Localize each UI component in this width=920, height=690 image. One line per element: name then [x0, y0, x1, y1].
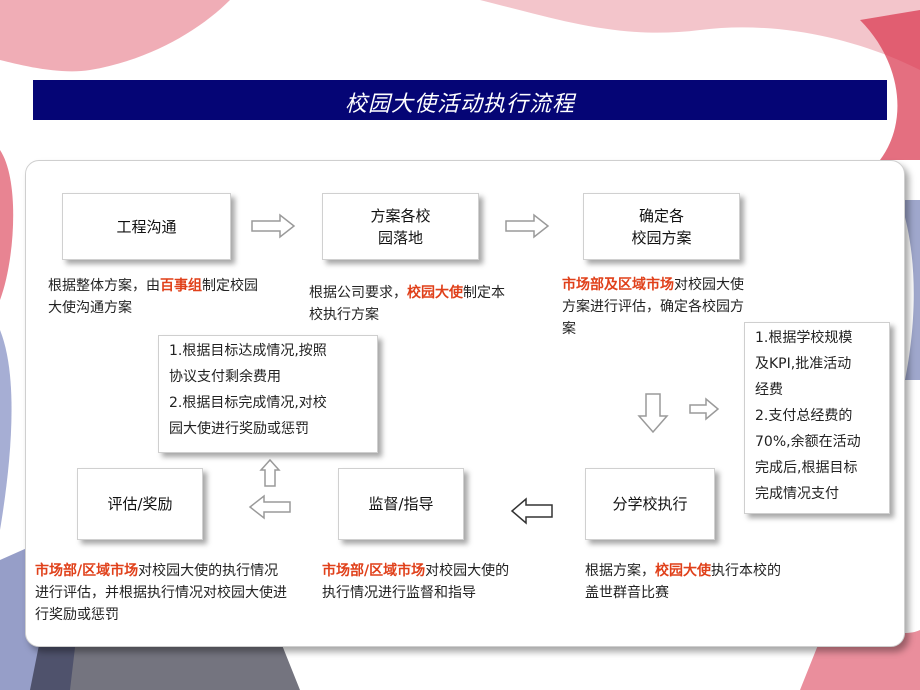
note-step-6: 市场部/区域市场对校园大使的执行情况进行评估，并根据执行情况对校园大使进行奖励或… [35, 560, 287, 626]
blue-brush-right [900, 200, 920, 380]
budget-line: 70%,余额在活动 [755, 434, 861, 450]
note-6-highlight: 市场部/区域市场 [35, 563, 139, 579]
note-5-highlight: 市场部/区域市场 [322, 563, 426, 579]
arrow-left-2-icon [248, 494, 291, 520]
budget-line: 完成后,根据目标 [755, 460, 858, 476]
red-brush-top-right [480, 0, 920, 70]
step-school-execution: 分学校执行 [585, 468, 715, 540]
payment-line: 2.根据目标完成情况,对校 [169, 395, 327, 411]
arrow-right-1-icon [251, 213, 296, 239]
note-2-pre: 根据公司要求， [309, 285, 407, 301]
payment-line: 园大使进行奖励或惩罚 [169, 421, 309, 437]
note-step-1: 根据整体方案，由百事组制定校园大使沟通方案 [48, 275, 258, 319]
step-confirm-school-plan: 确定各 校园方案 [583, 193, 740, 260]
budget-line: 经费 [755, 382, 783, 398]
step-evaluation-reward: 评估/奖励 [77, 468, 203, 540]
step-school-plan-landing: 方案各校 园落地 [322, 193, 479, 260]
red-brush-top-left [0, 0, 230, 72]
payment-line: 协议支付剩余费用 [169, 369, 281, 385]
note-1-pre: 根据整体方案，由 [48, 278, 160, 294]
note-6-post: 对校园大使的执行情况进行评估，并根据执行情况对校园大使进行奖励或惩罚 [35, 563, 287, 623]
note-step-2: 根据公司要求，校园大使制定本校执行方案 [309, 282, 509, 326]
budget-line: 2.支付总经费的 [755, 408, 853, 424]
title-bar: 校园大使活动执行流程 [33, 80, 887, 120]
note-5-post: 对校园大使的执行情况进行监督和指导 [322, 563, 510, 601]
note-step-3: 市场部及区域市场对校园大使方案进行评估，确定各校园方案 [562, 274, 752, 340]
page-title: 校园大使活动执行流程 [344, 92, 575, 117]
note-step-4: 根据方案，校园大使执行本校的盖世群音比赛 [585, 560, 785, 604]
note-1-post: 制定校园大使沟通方案 [48, 278, 258, 316]
blue-wash-left [0, 330, 12, 530]
payment-box: 1.根据目标达成情况,按照 协议支付剩余费用 2.根据目标完成情况,对校 园大使… [158, 335, 378, 453]
budget-line: 及KPI,批准活动 [755, 356, 852, 372]
note-4-highlight: 校园大使 [655, 563, 711, 579]
arrow-left-1-icon [510, 497, 553, 525]
arrow-up-icon [259, 458, 281, 487]
red-brush-left [0, 150, 14, 300]
note-2-highlight: 校园大使 [407, 285, 463, 301]
dark-graffiti-bottom [30, 634, 300, 690]
step-supervision: 监督/指导 [338, 468, 464, 540]
note-4-pre: 根据方案， [585, 563, 655, 579]
budget-line: 完成情况支付 [755, 486, 839, 502]
budget-line: 1.根据学校规模 [755, 330, 853, 346]
arrow-right-small-icon [689, 397, 720, 421]
note-4-post: 执行本校的盖世群音比赛 [585, 563, 781, 601]
red-swirl-right [860, 10, 920, 160]
note-3-highlight: 市场部及区域市场 [562, 277, 674, 293]
arrow-right-2-icon [505, 213, 550, 239]
payment-line: 1.根据目标达成情况,按照 [169, 343, 327, 359]
note-1-highlight: 百事组 [160, 278, 202, 294]
note-3-post: 对校园大使方案进行评估，确定各校园方案 [562, 277, 744, 337]
step-project-communication: 工程沟通 [62, 193, 231, 260]
note-2-post: 制定本校执行方案 [309, 285, 505, 323]
arrow-down-icon [637, 393, 669, 434]
budget-box: 1.根据学校规模 及KPI,批准活动 经费 2.支付总经费的 70%,余额在活动… [744, 322, 890, 514]
note-step-5: 市场部/区域市场对校园大使的执行情况进行监督和指导 [322, 560, 520, 604]
